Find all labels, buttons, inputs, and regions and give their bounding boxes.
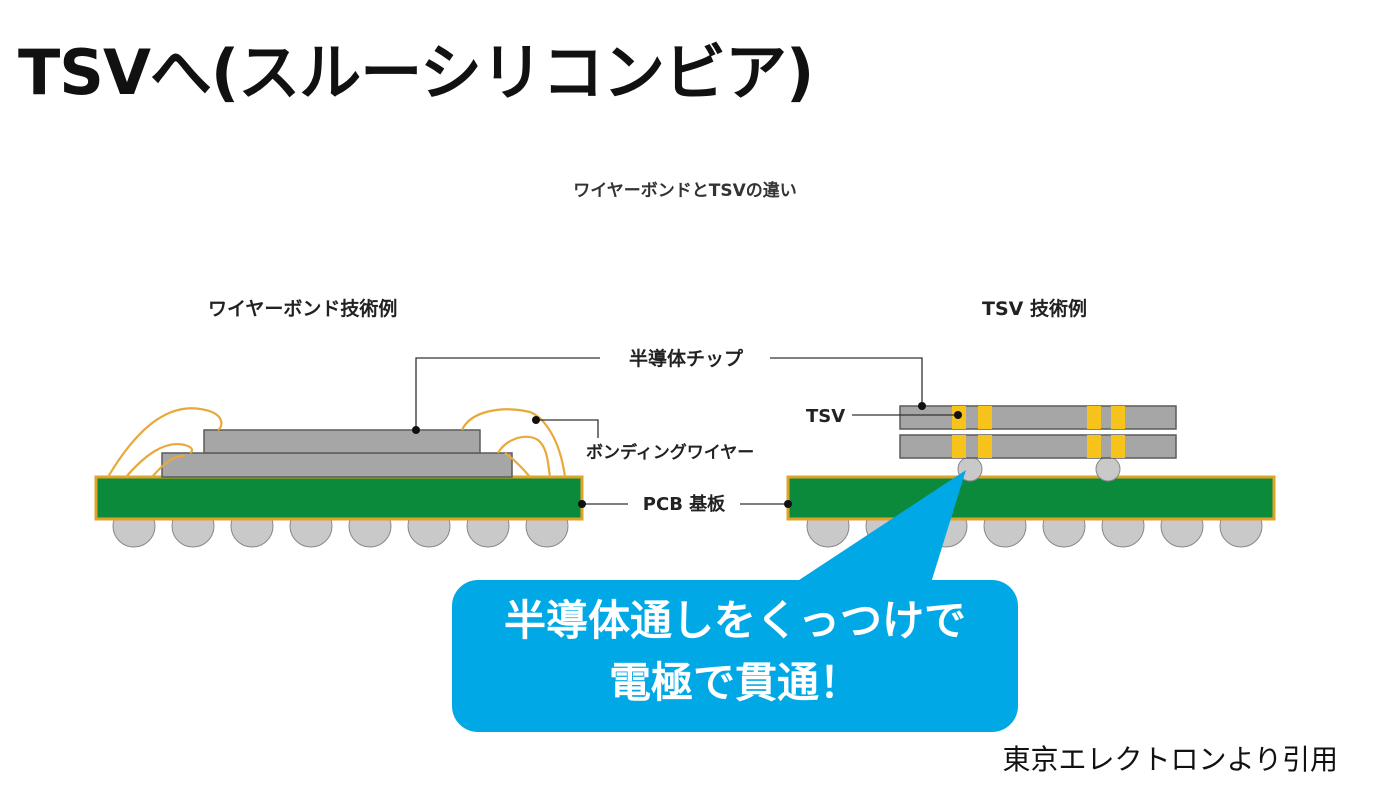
callout-line-2: 電極で貫通！: [608, 658, 861, 707]
right-pcb-substrate: [786, 475, 1276, 521]
leader-lines: [415, 357, 958, 505]
wire-bond-example: [94, 407, 584, 548]
page-title: TSVへ(スルーシリコンビア): [18, 36, 814, 109]
wire-label: ボンディングワイヤー: [586, 442, 754, 463]
left-pcb-substrate: [94, 475, 584, 521]
tsv-vias: [952, 406, 1125, 458]
callout-line-1: 半導体通しをくっつけで: [503, 596, 966, 645]
source-credit: 東京エレクトロンより引用: [1002, 743, 1338, 776]
diagram-caption: ワイヤーボンドとTSVの違い: [573, 181, 797, 201]
left-upper-chip: [203, 429, 481, 454]
left-lower-chip: [161, 452, 513, 478]
pcb-label: PCB 基板: [643, 493, 726, 515]
tsv-example: [786, 405, 1276, 548]
tsv-upper-chip: [899, 405, 1177, 430]
callout-text: 半導体通しをくっつけで 電極で貫通！: [452, 590, 1018, 714]
tsv-heading: TSV 技術例: [982, 298, 1087, 320]
tsv-label: TSV: [806, 406, 845, 427]
leader-dots: [412, 402, 962, 508]
callout-bubble: [452, 470, 1018, 732]
bonding-wires: [107, 407, 567, 478]
tsv-lower-chip: [899, 434, 1177, 459]
chip-label: 半導体チップ: [629, 347, 744, 370]
wire-bond-heading: ワイヤーボンド技術例: [208, 298, 398, 320]
